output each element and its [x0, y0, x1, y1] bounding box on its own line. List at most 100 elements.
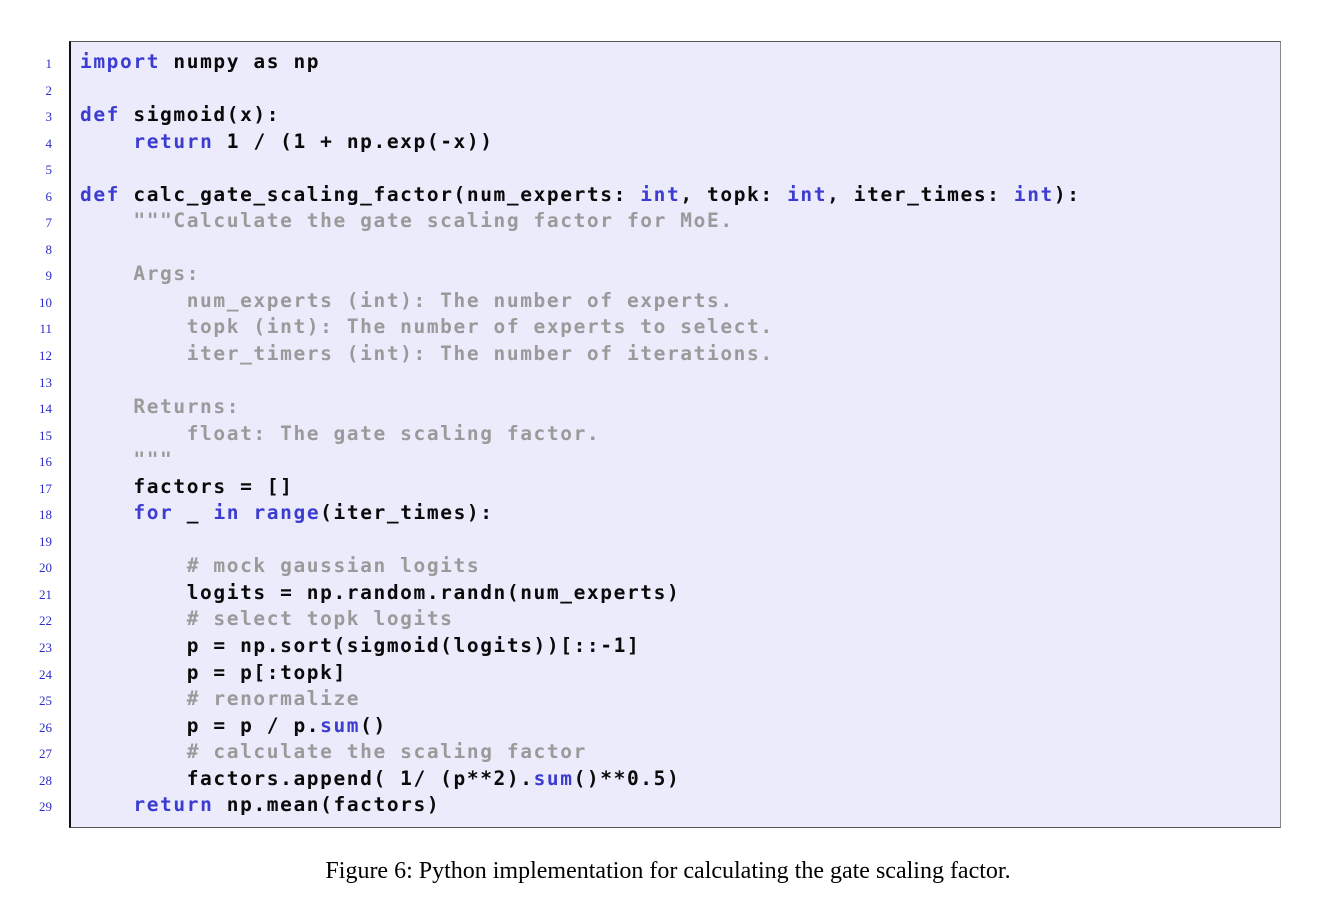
line-number: 9 [45, 268, 53, 284]
code-comment: # calculate the scaling factor [80, 740, 587, 764]
code-keyword: def [80, 182, 121, 206]
code-text: , topk: [680, 182, 788, 206]
code-comment: # mock gaussian logits [80, 554, 481, 578]
code-line: p = p[:topk] [80, 660, 1081, 687]
code-text: calc_gate_scaling_factor(num_experts: [120, 182, 641, 206]
code-line: iter_timers (int): The number of iterati… [80, 341, 1081, 368]
code-comment: """Calculate the gate scaling factor for… [80, 209, 734, 233]
code-line: float: The gate scaling factor. [80, 421, 1081, 448]
code-line: """Calculate the gate scaling factor for… [80, 208, 1081, 235]
code-line: for _ in range(iter_times): [80, 500, 1081, 527]
line-number: 26 [39, 719, 52, 735]
code-text: p = p[:topk] [80, 660, 347, 684]
code-line: num_experts (int): The number of experts… [80, 288, 1081, 315]
code-keyword: return [133, 129, 214, 153]
line-number: 15 [39, 427, 52, 443]
code-comment: Returns: [80, 395, 241, 419]
code-line: return np.mean(factors) [80, 792, 1081, 819]
code-keyword: in [213, 501, 241, 525]
line-number: 10 [39, 294, 52, 310]
code-line: def calc_gate_scaling_factor(num_experts… [80, 182, 1081, 209]
code-text: ()**0.5) [573, 766, 681, 790]
code-text [240, 501, 253, 524]
code-line [80, 76, 1081, 103]
code-keyword: sum [533, 766, 574, 790]
code-keyword: int [1013, 182, 1054, 206]
code-keyword: range [253, 501, 321, 525]
line-number: 14 [39, 401, 52, 417]
line-number: 20 [39, 560, 52, 576]
line-number: 27 [39, 746, 52, 762]
line-number: 25 [39, 693, 52, 709]
code-block: import numpy as np def sigmoid(x): retur… [80, 49, 1081, 819]
code-text: np.mean(factors) [213, 793, 441, 817]
line-number: 4 [45, 135, 53, 151]
code-text: , iter_times: [827, 182, 1014, 206]
line-number: 11 [39, 321, 52, 337]
code-line [80, 155, 1081, 182]
code-text: p = p / p. [80, 713, 321, 737]
code-comment: iter_timers (int): The number of iterati… [80, 342, 774, 366]
code-line: topk (int): The number of experts to sel… [80, 314, 1081, 341]
line-number: 7 [45, 215, 53, 231]
code-keyword: for [133, 501, 174, 525]
code-line: return 1 / (1 + np.exp(-x)) [80, 129, 1081, 156]
code-text [80, 501, 133, 524]
code-text: (iter_times): [320, 501, 494, 525]
code-comment: """ [80, 448, 174, 472]
code-listing [69, 41, 1281, 828]
code-line: p = np.sort(sigmoid(logits))[::-1] [80, 633, 1081, 660]
line-number: 1 [45, 56, 53, 71]
code-text: ): [1053, 182, 1081, 206]
code-line: Returns: [80, 394, 1081, 421]
code-line: logits = np.random.randn(num_experts) [80, 580, 1081, 607]
line-number: 8 [45, 241, 53, 257]
line-number: 29 [39, 799, 52, 815]
code-line: def sigmoid(x): [80, 102, 1081, 129]
line-number: 21 [39, 586, 52, 602]
code-comment: topk (int): The number of experts to sel… [80, 315, 774, 339]
code-text [80, 130, 133, 153]
line-number: 13 [39, 374, 52, 390]
code-line: import numpy as np [80, 49, 1081, 76]
code-text: numpy as np [160, 50, 321, 73]
code-text [80, 793, 133, 816]
code-line [80, 527, 1081, 554]
code-keyword: int [640, 182, 681, 206]
code-text: () [360, 713, 387, 737]
code-line: # mock gaussian logits [80, 553, 1081, 580]
code-line: factors = [] [80, 474, 1081, 501]
code-line: p = p / p.sum() [80, 713, 1081, 740]
code-text: sigmoid(x): [120, 103, 281, 127]
line-number: 3 [45, 109, 53, 125]
code-comment: # select topk logits [80, 607, 454, 631]
line-number: 19 [39, 533, 52, 549]
line-number: 16 [39, 454, 52, 470]
code-line: # renormalize [80, 686, 1081, 713]
code-text: 1 / (1 + np.exp(-x)) [213, 129, 494, 153]
figure-caption: Figure 6: Python implementation for calc… [325, 858, 1011, 884]
line-number: 23 [39, 640, 52, 656]
code-keyword: int [787, 182, 828, 206]
line-number: 24 [39, 666, 52, 682]
code-line: factors.append( 1/ (p**2).sum()**0.5) [80, 766, 1081, 793]
line-number: 5 [45, 162, 53, 178]
code-text: factors = [] [80, 474, 294, 498]
code-text: logits = np.random.randn(num_experts) [80, 580, 681, 604]
line-number: 12 [39, 348, 52, 364]
line-number: 2 [45, 82, 53, 98]
code-keyword: def [80, 103, 121, 127]
code-keyword: sum [320, 713, 361, 737]
code-comment: float: The gate scaling factor. [80, 421, 601, 445]
line-number: 18 [39, 507, 52, 523]
code-comment: num_experts (int): The number of experts… [80, 288, 734, 312]
code-line: Args: [80, 261, 1081, 288]
code-keyword: import [80, 50, 161, 73]
code-keyword: return [133, 793, 214, 817]
code-comment: # renormalize [80, 687, 361, 711]
code-line [80, 235, 1081, 262]
line-number: 28 [39, 772, 52, 788]
code-text: p = np.sort(sigmoid(logits))[::-1] [80, 634, 641, 658]
code-text: _ [173, 501, 214, 525]
